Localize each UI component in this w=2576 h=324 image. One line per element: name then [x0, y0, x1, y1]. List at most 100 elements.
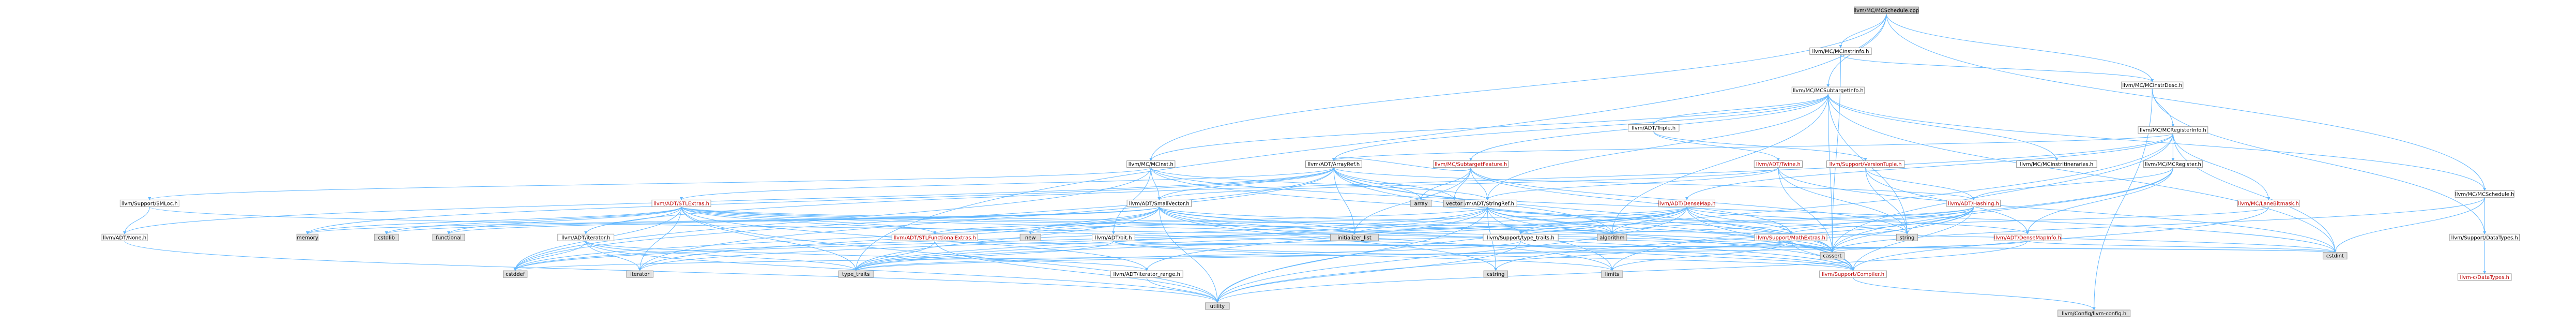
graph-node-mcsubtargetinfo[interactable]: llvm/MC/MCSubtargetInfo.h	[1791, 86, 1865, 94]
edge-smallvector-to-s-limits	[1159, 207, 1614, 271]
edge-line	[1519, 206, 1974, 234]
graph-node-triple[interactable]: llvm/ADT/Triple.h	[1628, 124, 1680, 132]
node-box	[432, 233, 465, 241]
edge-mcregister-to-densemapinfo	[2026, 167, 2173, 234]
edge-line	[1150, 167, 1489, 200]
graph-node-compiler[interactable]: llvm/Support/Compiler.h	[1819, 270, 1887, 278]
edge-line	[1610, 206, 1974, 234]
graph-node-stlextras[interactable]: llvm/ADT/STLExtras.h	[651, 199, 711, 207]
node-box	[1946, 199, 2001, 207]
graph-node-mcschedule[interactable]: llvm/MC/MCSchedule.h	[2455, 190, 2514, 198]
node-box	[2237, 199, 2300, 207]
edge-line	[1853, 277, 2096, 311]
graph-node-smallvector[interactable]: llvm/ADT/SmallVector.h	[1126, 199, 1192, 207]
graph-node-hashing[interactable]: llvm/ADT/Hashing.h	[1946, 199, 2001, 207]
edge-arrayref-to-stlextras	[680, 167, 1334, 200]
edge-line	[680, 167, 1334, 200]
graph-node-densemap[interactable]: llvm/ADT/DenseMap.h	[1658, 199, 1716, 207]
node-label: cstdint	[2326, 254, 2344, 259]
graph-node-mcregister[interactable]: llvm/MC/MCRegister.h	[2143, 160, 2203, 168]
edge-line	[2152, 89, 2487, 234]
graph-node-datatypes[interactable]: llvm/Support/DataTypes.h	[2449, 233, 2520, 241]
edge-line	[123, 207, 150, 234]
edge-line	[2026, 167, 2173, 234]
edge-stringref-to-s-string	[1487, 206, 1909, 234]
graph-node-stlfunctional[interactable]: llvm/ADT/STLFunctionalExtras.h	[891, 233, 978, 241]
node-box	[1205, 302, 1230, 310]
edge-arrayref-to-s-array	[1333, 167, 1423, 200]
edge-densemapinfo-to-s-cstdint	[2027, 240, 2337, 253]
graph-node-lanebitmask[interactable]: llvm/MC/LaneBitmask.h	[2237, 199, 2300, 207]
edge-mcsubtargetinfo-to-triple	[1652, 93, 1828, 125]
graph-node-cdatatypes[interactable]: llvm-c/DataTypes.h	[2457, 273, 2512, 281]
graph-node-s-array: array	[1410, 199, 1432, 207]
edge-line	[584, 133, 2173, 234]
edge-line	[1685, 133, 2173, 200]
graph-node-densemapinfo[interactable]: llvm/ADT/DenseMapInfo.h	[1993, 233, 2062, 241]
edge-hashing-to-s-utility	[1215, 207, 1974, 303]
edge-line	[854, 240, 1791, 271]
graph-node-iterator[interactable]: llvm/ADT/iterator.h	[557, 233, 615, 241]
edge-iterator-to-iteratorrange	[585, 240, 1149, 271]
node-label: llvm/Support/MathExtras.h	[1756, 235, 1825, 241]
edge-line	[1494, 207, 1974, 271]
edge-mcregister-to-s-limits	[1610, 167, 2173, 271]
edge-line	[1333, 167, 1975, 200]
edge-line	[1333, 167, 1855, 271]
graph-node-root: llvm/MC/MCSchedule.cpp	[1854, 6, 1919, 14]
node-label: type_traits	[842, 272, 870, 277]
edge-line	[1610, 167, 2173, 271]
edge-mcschedule-to-s-cstdint	[2333, 197, 2485, 253]
edge-smallvector-to-s-utility	[1159, 207, 1219, 303]
edge-line	[447, 206, 1160, 234]
graph-node-twine[interactable]: llvm/ADT/Twine.h	[1754, 160, 1803, 168]
graph-node-mcinstrinfoenum[interactable]: llvm/MC/MCInstrItineraries.h	[2016, 160, 2097, 168]
edge-twine-to-s-cstdint	[1778, 167, 2337, 253]
edge-triple-to-twine	[1653, 131, 1780, 161]
node-box	[2121, 81, 2184, 89]
graph-node-subtargetfeature[interactable]: llvm/MC/SubtargetFeature.h	[1433, 160, 1509, 168]
edge-densemap-to-s-typetraits	[854, 207, 1687, 271]
edge-line	[1831, 197, 2485, 253]
edge-densemap-to-s-initlist	[1353, 206, 1687, 234]
node-box	[1820, 252, 1845, 260]
edge-line	[1865, 167, 1975, 200]
graph-node-typetraits[interactable]: llvm/Support/type_traits.h	[1483, 233, 1559, 241]
edge-mcinstrdesc-to-mcregisterinfo	[2152, 89, 2175, 127]
edge-stringref-to-s-cstddef	[513, 207, 1488, 271]
edge-mcinst-to-smallvector	[1150, 167, 1161, 200]
graph-node-versiontuple[interactable]: llvm/Support/VersionTuple.h	[1826, 160, 1905, 168]
graph-node-bit[interactable]: llvm/ADT/bit.h	[1092, 233, 1135, 241]
edge-line	[1333, 167, 1456, 200]
edge-mcregisterinfo-to-iterator	[584, 133, 2173, 234]
graph-node-iteratorrange[interactable]: llvm/ADT/iterator_range.h	[1110, 270, 1183, 278]
node-box	[1433, 160, 1509, 168]
edge-line	[854, 240, 1521, 271]
edge-mcregister-to-hashing	[1972, 167, 2173, 200]
graph-node-mathextras[interactable]: llvm/Support/MathExtras.h	[1754, 233, 1827, 241]
edge-typetraits-to-s-utility	[1215, 241, 1521, 303]
graph-node-mcinst[interactable]: llvm/MC/MCInst.h	[1126, 160, 1176, 168]
graph-node-mcinstrdesc[interactable]: llvm/MC/MCInstrDesc.h	[2121, 81, 2184, 89]
graph-node-mcinstrinfo[interactable]: llvm/MC/MCInstrInfo.h	[1809, 47, 1872, 55]
edge-stlextras-to-s-cstdint	[681, 207, 2337, 253]
edge-iteratorrange-to-s-utility	[1146, 277, 1219, 303]
edge-arrayref-to-s-cstddef	[513, 167, 1334, 271]
node-label: llvm/ADT/bit.h	[1095, 235, 1132, 241]
node-label: llvm/ADT/iterator.h	[561, 235, 610, 241]
graph-node-mcregisterinfo[interactable]: llvm/MC/MCRegisterInfo.h	[2138, 126, 2208, 134]
edge-typetraits-to-s-typetraits	[854, 240, 1521, 271]
graph-node-arrayref[interactable]: llvm/ADT/ArrayRef.h	[1305, 160, 1362, 168]
edge-line	[1470, 167, 1489, 200]
edge-line	[681, 206, 1614, 234]
graph-node-stringref[interactable]: llvm/ADT/StringRef.h	[1457, 199, 1517, 207]
edge-line	[1831, 167, 2173, 253]
edge-mcinstrinfo-to-mcinstrdesc	[1840, 54, 2154, 82]
edge-hashing-to-s-string	[1906, 207, 1974, 234]
edge-typetraits-to-compiler	[1520, 240, 1855, 271]
graph-node-smloc[interactable]: llvm/Support/SMLoc.h	[119, 199, 179, 207]
node-box	[1754, 233, 1827, 241]
graph-node-none[interactable]: llvm/ADT/None.h	[101, 233, 148, 241]
node-box	[1601, 270, 1623, 278]
node-label: llvm/MC/MCInstrItineraries.h	[2020, 162, 2093, 168]
